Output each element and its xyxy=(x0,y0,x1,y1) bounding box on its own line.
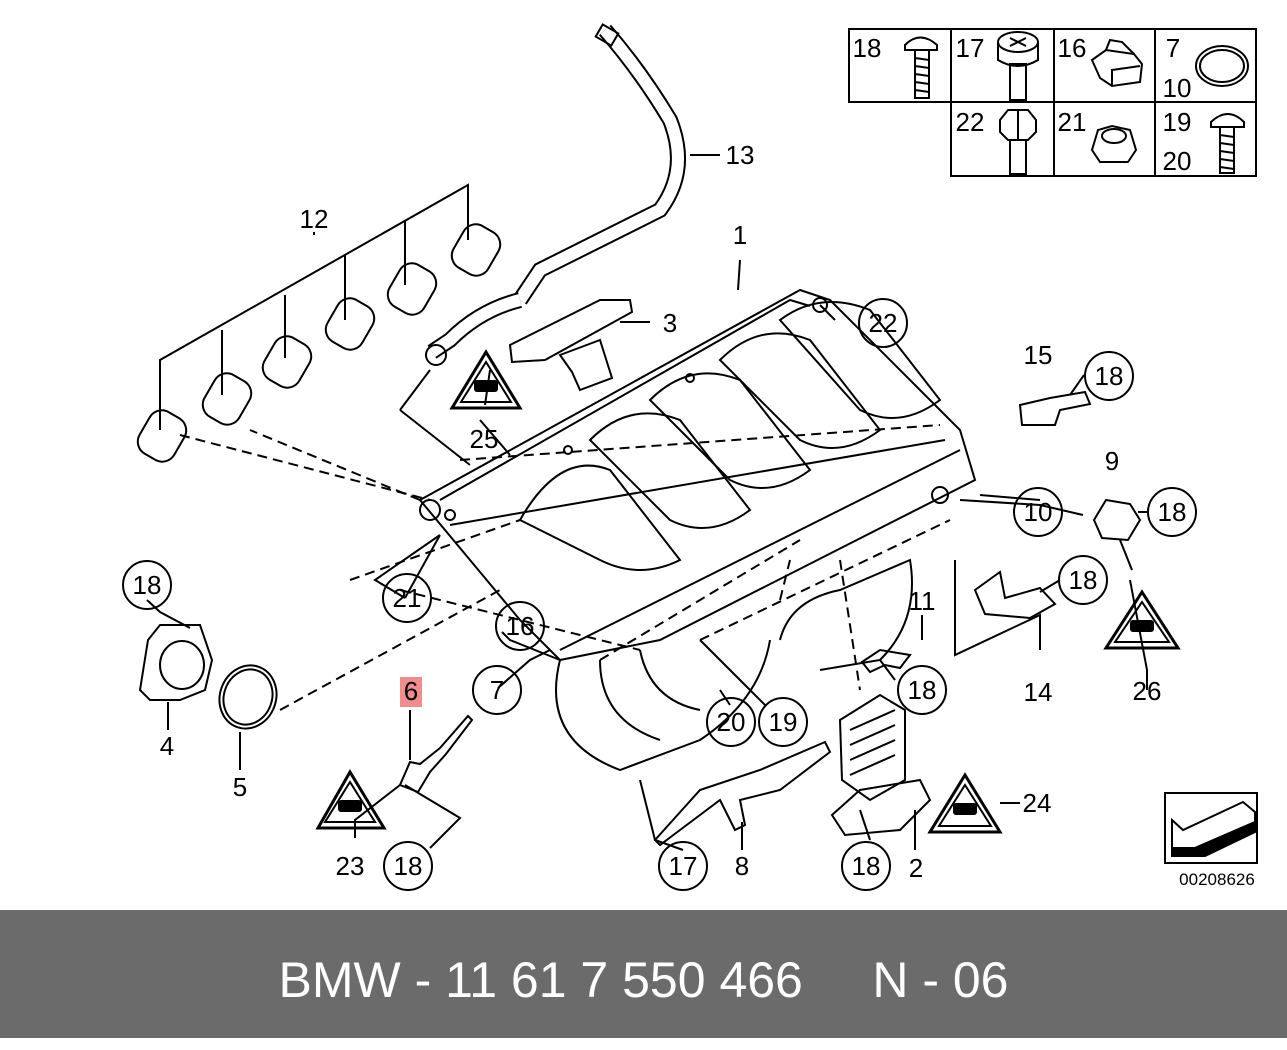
highlight-marker xyxy=(400,677,422,707)
callout-label: 11 xyxy=(909,586,936,616)
callout-label: 5 xyxy=(233,772,247,802)
callout-label: 22 xyxy=(869,308,898,338)
breather-hose-13-drawing xyxy=(425,23,686,366)
callout-label: 10 xyxy=(1163,73,1192,103)
callout-label: 19 xyxy=(1163,107,1192,137)
callout-label: 10 xyxy=(1024,497,1053,527)
callout-label: 19 xyxy=(769,707,798,737)
callout-label: 24 xyxy=(1023,788,1052,818)
callout-label: 20 xyxy=(1163,146,1192,176)
callout-label: 8 xyxy=(735,851,749,881)
callout-label: 16 xyxy=(1058,33,1087,63)
warning-triangle-icons xyxy=(315,349,1181,834)
callout-circles xyxy=(122,298,1197,891)
nut-21-icon xyxy=(1090,124,1138,163)
callout-label: 7 xyxy=(1166,33,1180,63)
callout-labels: 18 17 16 7 10 22 21 19 20 13 12 1 3 22 2… xyxy=(133,33,1192,883)
callout-label: 18 xyxy=(908,675,937,705)
diagram-id: 00208626 xyxy=(1179,870,1255,889)
callout-label: 21 xyxy=(393,583,422,613)
gaskets-12-drawing xyxy=(136,183,502,501)
callout-label: 25 xyxy=(470,424,499,454)
callout-label: 16 xyxy=(506,611,535,641)
actuator-3-drawing xyxy=(508,299,650,392)
callout-label: 15 xyxy=(1024,340,1053,370)
callout-label: 1 xyxy=(733,220,747,250)
callout-label: 26 xyxy=(1133,676,1162,706)
throttle-2-drawing xyxy=(830,693,932,837)
callout-label: 23 xyxy=(336,851,365,881)
callout-label: 20 xyxy=(717,707,746,737)
bracket-15-drawing xyxy=(1018,390,1092,426)
callout-label: 18 xyxy=(853,33,882,63)
callout-label: 18 xyxy=(1095,361,1124,391)
bracket-14-drawing xyxy=(973,570,1057,620)
callout-label: 18 xyxy=(852,851,881,881)
warning-glyphs xyxy=(338,380,1154,815)
hex-bolt-22-icon xyxy=(999,109,1037,175)
cover-8-drawing xyxy=(653,740,832,847)
callout-label: 18 xyxy=(133,570,162,600)
fastener-legend-table xyxy=(848,28,1257,177)
callout-label: 21 xyxy=(1058,107,1087,137)
screw-19-20-icon xyxy=(1210,113,1245,174)
callout-label: 6 xyxy=(404,676,418,706)
callout-label: 7 xyxy=(490,675,504,705)
callout-label: 13 xyxy=(726,140,755,170)
callout-label: 14 xyxy=(1024,677,1053,707)
callout-label: 12 xyxy=(300,204,329,234)
adapter-4-drawing xyxy=(138,624,214,730)
callout-label: 4 xyxy=(160,731,174,761)
callout-label: 18 xyxy=(394,851,423,881)
callout-label: 17 xyxy=(669,851,698,881)
parts-diagram: 18 17 16 7 10 22 21 19 20 13 12 1 3 22 2… xyxy=(122,23,1258,891)
direction-arrow-icon xyxy=(1164,792,1258,864)
part-number-caption: BMW - 11 61 7 550 466 N - 06 xyxy=(278,952,1009,1008)
temperature-sensor-6-drawing xyxy=(398,710,474,794)
sensor-9-drawing xyxy=(1092,498,1142,571)
o-ring-7-10-icon xyxy=(1195,45,1249,87)
footer-bar: BMW - 11 61 7 550 466 N - 06 xyxy=(0,910,1287,1038)
bolt-17-icon xyxy=(997,31,1039,101)
callout-label: 3 xyxy=(663,308,677,338)
leader-lines xyxy=(146,154,1148,851)
intake-manifold-drawing xyxy=(418,288,977,772)
bracket-11-drawing xyxy=(860,648,912,674)
screw-18-icon xyxy=(904,36,938,99)
callout-label: 18 xyxy=(1158,497,1187,527)
clip-16-icon xyxy=(1090,38,1144,88)
callout-label: 18 xyxy=(1069,565,1098,595)
callout-label: 17 xyxy=(956,33,985,63)
callout-label: 22 xyxy=(956,107,985,137)
callout-label: 2 xyxy=(909,853,923,883)
callout-label: 9 xyxy=(1105,446,1119,476)
o-ring-5-drawing xyxy=(218,589,501,770)
